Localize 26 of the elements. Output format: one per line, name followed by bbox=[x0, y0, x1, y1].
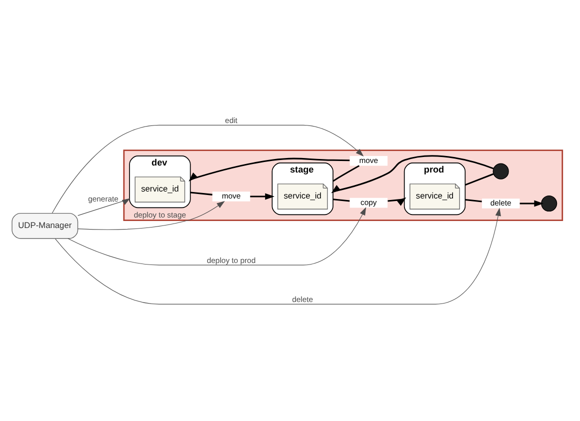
connector bbox=[332, 165, 360, 182]
edge-label: delete bbox=[292, 294, 314, 304]
arrow bbox=[388, 197, 406, 206]
arrow bbox=[188, 158, 350, 182]
arrow bbox=[78, 201, 225, 230]
edge-label: edit bbox=[225, 116, 238, 125]
node-box: delete bbox=[482, 198, 520, 208]
node-circle bbox=[541, 195, 558, 212]
arrow bbox=[520, 200, 544, 207]
edge-label: deploy to stage bbox=[134, 210, 186, 220]
arrow bbox=[55, 208, 501, 304]
connector bbox=[190, 192, 212, 196]
edge-label: deploy to prod bbox=[206, 256, 256, 265]
connector bbox=[464, 173, 494, 186]
connector bbox=[465, 198, 482, 202]
connector bbox=[332, 198, 350, 202]
arrow bbox=[52, 124, 364, 214]
node-circle bbox=[492, 163, 509, 180]
node-box: move bbox=[350, 156, 388, 166]
node-box: move bbox=[212, 192, 250, 202]
node-box: copy bbox=[350, 198, 388, 208]
arrow bbox=[250, 193, 274, 200]
edge-label: generate bbox=[88, 194, 118, 204]
arrow bbox=[68, 207, 366, 266]
arrow bbox=[78, 198, 130, 216]
node-box: UDP-Manager bbox=[12, 212, 78, 239]
